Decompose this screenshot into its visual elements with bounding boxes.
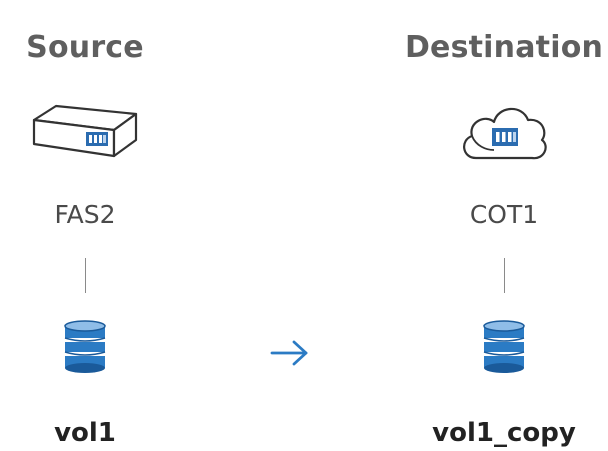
source-heading: Source (26, 30, 144, 65)
arrow-right-icon (268, 336, 312, 374)
source-column: Source FAS2 vol1 (0, 0, 170, 451)
source-connector-line (85, 258, 86, 293)
cloud-storage-icon[interactable] (456, 100, 552, 170)
destination-column: Destination COT1 vol1_copy (400, 0, 608, 451)
storage-appliance-icon[interactable] (30, 100, 140, 164)
destination-connector-line (504, 258, 505, 293)
source-volume-name[interactable]: vol1 (54, 418, 116, 448)
volume-database-icon[interactable] (482, 318, 526, 378)
destination-heading: Destination (404, 30, 604, 65)
destination-system-name: COT1 (469, 200, 539, 229)
destination-volume-name[interactable]: vol1_copy (432, 418, 576, 448)
source-system-name: FAS2 (54, 200, 116, 229)
volume-database-icon[interactable] (63, 318, 107, 378)
